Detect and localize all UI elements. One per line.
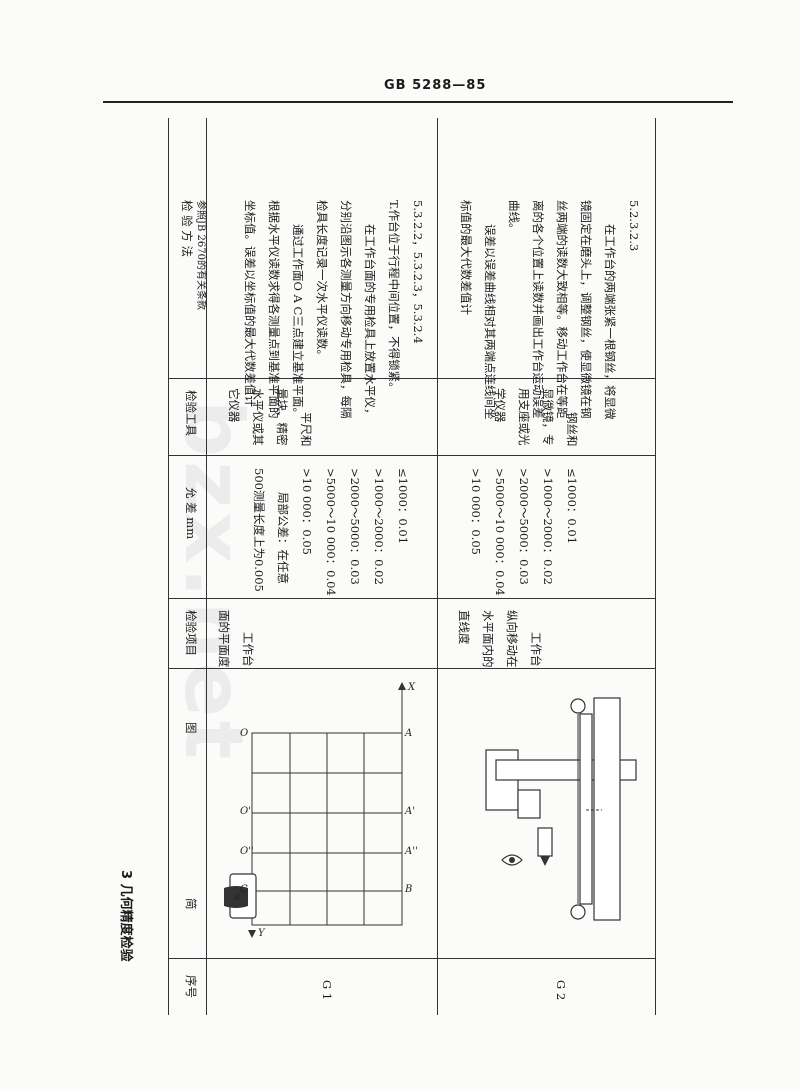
row-g1-item: 工作台 面的平面度 <box>212 610 260 668</box>
row-g1-method-line: 坐标值。误差以坐标值的最大代数差值计 <box>243 200 257 407</box>
col-rule-method <box>168 378 655 379</box>
row-g1-tolerance-line: >10 000：0.05 <box>300 468 314 555</box>
row-g2-tolerance-line: ≤1000：0.01 <box>565 468 579 545</box>
eye-pupil <box>509 857 515 863</box>
row-g1-method-line: T.作台位于行程中间位置，不得锁紧。 <box>387 200 401 394</box>
header-rule <box>103 101 733 103</box>
row-g1-tolerance-line: 500测量长度上为0.005 <box>252 468 266 592</box>
row-g1-method-line: 通过工作面O A C三点建立基准平面。 <box>291 224 305 419</box>
label-O-prime: O' <box>240 806 251 817</box>
label-O-dprime: O'' <box>240 846 254 857</box>
row-g1-method-line: 5.3.2.2，5.3.2.3，5.3.2.4 <box>411 200 425 344</box>
label-A-prime: A' <box>404 806 415 817</box>
row-g2-seq: G 2 <box>554 980 568 1001</box>
row-g1-item-line: 工作台 <box>241 632 255 667</box>
label-B: B <box>404 884 412 895</box>
machine-bed <box>593 697 621 921</box>
y-axis-arrow <box>248 930 256 938</box>
row-g1-figure: a A A' A'' B O O' O'' C X Y <box>224 682 418 939</box>
row-g2-tolerance-line: >10 000：0.05 <box>469 468 483 555</box>
row-g1-tolerance-line: 局部公差：在任意 <box>276 492 290 584</box>
x-axis-arrow <box>398 682 406 690</box>
label-A: A <box>404 728 412 739</box>
row-g2-method-line: 曲线。 <box>507 200 521 235</box>
row-g1-method-line: 检具长度记录一次水平仪读数。 <box>315 200 329 361</box>
row-g2-item-line: 工作台 <box>529 632 543 667</box>
row-g2-method-line: 离的各个位置上读数并画出工作台运动误差 <box>531 200 545 419</box>
label-C: C <box>240 884 248 895</box>
row-g2-tolerance-line: >1000～2000：0.02 <box>541 468 555 585</box>
row-g2-method-line: 镜固定在磨头上，调整钢丝，使显微镜在钢 <box>579 200 593 419</box>
row-g2-item-line: 纵向移动在 <box>505 610 519 668</box>
worktable <box>579 713 593 905</box>
microscope-lens-icon <box>540 856 550 866</box>
label-a: a <box>234 892 240 903</box>
wire-support-bottom <box>570 904 586 920</box>
row-g1-tolerance-line: >5000～10 000：0.04 <box>324 468 338 596</box>
header-method: 检 验 方 法 <box>180 200 194 257</box>
wire-support-top <box>570 698 586 714</box>
row-g1-item-line: 面的平面度 <box>217 610 231 668</box>
table-rule-row-split <box>437 118 438 1015</box>
table-rule-right <box>655 118 656 1015</box>
row-g2-tolerance-line: >2000～5000：0.03 <box>517 468 531 585</box>
row-g2-method-line: 在工作台的两端张紧一根钢丝，将显微 <box>603 224 617 420</box>
header-tolerance: 允 差 mm <box>184 487 198 540</box>
row-g1-tolerance: ≤1000：0.01 >1000～2000：0.02 >2000～5000：0.… <box>247 468 415 596</box>
col-rule-tools <box>168 455 655 456</box>
col-rule-item <box>168 668 655 669</box>
row-g2-figure <box>485 697 637 921</box>
label-X: X <box>407 682 416 693</box>
row-g2-tolerance-line: >5000～10 000：0.04 <box>493 468 507 596</box>
table-rule-left <box>168 118 169 1015</box>
row-g1-tolerance-line: >1000～2000：0.02 <box>372 468 386 585</box>
header-seq: 序号 <box>184 975 198 998</box>
table-rule-header <box>206 118 207 1015</box>
row-g2-method-line: 丝两端的读数大致相等。移动工作台在等距 <box>555 200 569 419</box>
row-g2-method: 5.2.3.2.3 在工作台的两端张紧一根钢丝，将显微 镜固定在磨头上，调整钢丝… <box>454 200 646 420</box>
row-g1-seq: G 1 <box>320 980 334 1001</box>
row-g2-method-line: 标值的最大代数差值计 <box>459 200 473 315</box>
eye-icon <box>501 854 523 866</box>
row-g1-method-line: 根据水平仪读数求得各测量点到基准平面的 <box>267 200 281 419</box>
header-figure: 图 <box>184 722 198 734</box>
header-simple: 简 <box>184 898 198 910</box>
row-g2-method-line: 5.2.3.2.3 <box>627 200 641 252</box>
bubble-level-icon <box>224 886 248 908</box>
label-O: O <box>240 728 248 739</box>
row-g1-method: 5.3.2.2，5.3.2.3，5.3.2.4 T.作台位于行程中间位置，不得锁… <box>238 200 430 420</box>
header-method-ref: 参照JB 2670的有关条款 <box>195 200 206 310</box>
header-item: 检验项目 <box>184 610 198 656</box>
row-g2-method-line: 误差以误差曲线相对其两端点连线间坐 <box>483 224 497 420</box>
label-Y: Y <box>258 928 266 939</box>
col-rule-figure <box>168 958 655 959</box>
header-tools: 检验工具 <box>184 390 198 436</box>
section-title: 3 几何精度检验 <box>118 870 133 962</box>
row-g2-item-line: 直线度 <box>457 610 471 645</box>
microscope <box>537 827 553 857</box>
row-g2-item-line: 水平面内的 <box>481 610 495 668</box>
row-g2-tolerance: ≤1000：0.01 >1000～2000：0.02 >2000～5000：0.… <box>464 468 584 596</box>
row-g1-tolerance-line: ≤1000：0.01 <box>396 468 410 545</box>
row-g2-item: 工作台 纵向移动在 水平面内的 直线度 <box>452 610 548 668</box>
label-A-dprime: A'' <box>404 846 418 857</box>
row-g1-method-line: 在工作台面的专用检具上放置水平仪， <box>363 224 377 420</box>
col-rule-tolerance <box>168 598 655 599</box>
standard-number-header: GB 5288—85 <box>384 78 487 93</box>
row-g1-method-line: 分别沿图示各测量方向移动专用检具，每隔 <box>339 200 353 419</box>
grinding-head <box>517 789 541 819</box>
row-g1-tolerance-line: >2000～5000：0.03 <box>348 468 362 585</box>
